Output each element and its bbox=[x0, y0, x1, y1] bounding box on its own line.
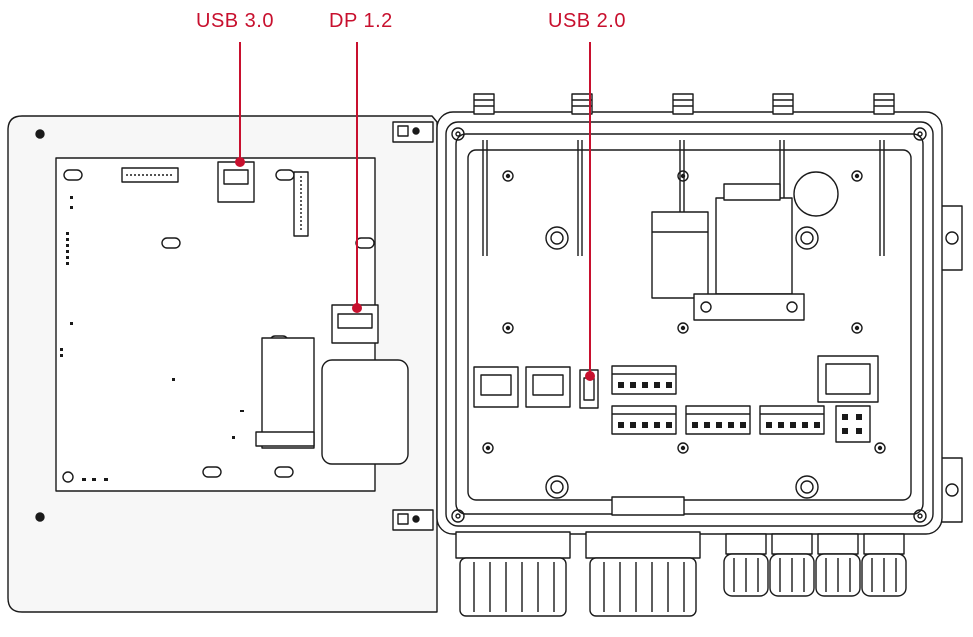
usb30-leader-dot bbox=[235, 157, 245, 167]
ethernet-ports bbox=[473, 366, 571, 408]
hinge-top bbox=[392, 121, 434, 143]
usb-2-0-label: USB 2.0 bbox=[548, 10, 626, 32]
callout-leaders bbox=[235, 42, 595, 381]
terminal-blocks bbox=[611, 365, 825, 435]
main-board bbox=[55, 157, 409, 492]
usb-3-0-label: USB 3.0 bbox=[196, 10, 274, 32]
dp-1-2-label: DP 1.2 bbox=[329, 10, 393, 32]
dp12-leader-dot bbox=[352, 303, 362, 313]
hinge-bottom bbox=[392, 509, 434, 531]
sim-slot bbox=[817, 355, 879, 443]
enclosure-body bbox=[436, 111, 963, 535]
cable-glands bbox=[455, 531, 907, 617]
antenna-connectors bbox=[473, 93, 895, 115]
usb20-leader-dot bbox=[585, 371, 595, 381]
